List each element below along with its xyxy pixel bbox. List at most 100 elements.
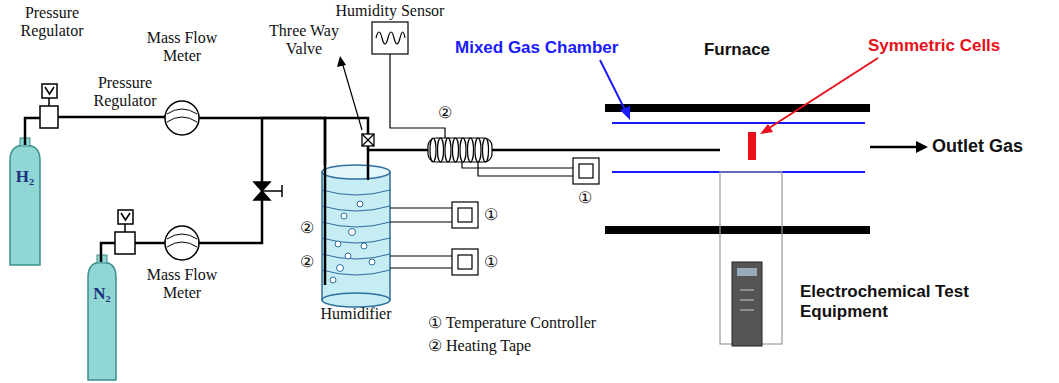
drawing-part bbox=[167, 109, 197, 122]
node-label: Humidity Sensor bbox=[320, 2, 460, 20]
drawing-part bbox=[345, 253, 351, 259]
drawing-part bbox=[121, 213, 130, 220]
drawing-part bbox=[124, 224, 126, 232]
node-label: N₂ bbox=[85, 284, 119, 304]
drawing-part bbox=[322, 270, 390, 275]
drawing-part bbox=[732, 262, 762, 346]
drawing-part bbox=[369, 259, 375, 265]
drawing-part bbox=[322, 190, 390, 275]
humidifier: Humidifier bbox=[322, 165, 390, 300]
chamber-label: Mixed Gas Chamber bbox=[455, 38, 618, 58]
callout-number: ② bbox=[438, 104, 452, 122]
drawing-part bbox=[330, 277, 336, 283]
drawing-part bbox=[357, 201, 363, 207]
cell-label: Symmetric Cells bbox=[868, 36, 1000, 56]
drawing-part bbox=[748, 132, 756, 160]
mass-flow-meter: Mass Flow Meter bbox=[165, 226, 199, 260]
drawing-part bbox=[579, 164, 593, 178]
callout-number: ① bbox=[578, 189, 592, 207]
drawing-part bbox=[362, 134, 374, 146]
gas-pipe bbox=[25, 118, 40, 145]
gas-cylinder: H₂ bbox=[10, 145, 40, 265]
drawing-part bbox=[115, 232, 135, 254]
drawing-part bbox=[458, 208, 472, 222]
drawing-part bbox=[330, 201, 375, 283]
drawing-part bbox=[372, 22, 408, 54]
drawing-part bbox=[362, 134, 374, 146]
drawing-part bbox=[445, 138, 451, 162]
drawing-part bbox=[468, 138, 474, 162]
drawing-part bbox=[475, 138, 481, 162]
drawing-part bbox=[390, 256, 452, 268]
pressure-regulator: Pressure Regulator bbox=[40, 106, 58, 128]
drawing-part bbox=[428, 138, 492, 162]
drawing-part bbox=[620, 106, 630, 120]
pressure-regulators bbox=[40, 84, 135, 254]
drawing-part bbox=[376, 32, 405, 44]
gas-pipe bbox=[58, 116, 165, 119]
drawing-part bbox=[118, 210, 133, 224]
drawing-part bbox=[322, 190, 390, 195]
drawing-part bbox=[367, 165, 370, 180]
drawing-part bbox=[322, 172, 390, 300]
drawing-part bbox=[740, 300, 754, 301]
drawing-part bbox=[438, 138, 444, 162]
drawing-part bbox=[737, 268, 757, 276]
drawing-part bbox=[766, 58, 878, 130]
drawing-part bbox=[322, 293, 390, 307]
drawing-part bbox=[40, 106, 58, 128]
drawing-part bbox=[324, 165, 327, 285]
drawing-part bbox=[167, 234, 197, 247]
drawing-part bbox=[337, 265, 344, 272]
drawing-part bbox=[605, 149, 720, 152]
drawing-part bbox=[337, 56, 346, 67]
drawing-part bbox=[916, 141, 928, 153]
callout-number: ② bbox=[300, 219, 314, 237]
humidity-sensor: Humidity Sensor bbox=[372, 22, 408, 54]
drawing-part bbox=[342, 62, 362, 130]
pressure-regulator: Pressure Regulator bbox=[115, 232, 135, 254]
drawing-part bbox=[600, 60, 626, 112]
drawing-part bbox=[390, 208, 452, 222]
callout-number: ② bbox=[300, 253, 314, 271]
drawing-part bbox=[322, 206, 390, 211]
drawing-part bbox=[612, 122, 865, 124]
drawing-part bbox=[48, 98, 50, 106]
drawing-part bbox=[458, 255, 472, 269]
drawing-part bbox=[605, 226, 870, 234]
drawing-part bbox=[740, 290, 754, 291]
drawing-part bbox=[322, 222, 390, 227]
drawing-part bbox=[605, 104, 870, 112]
three-way-valve bbox=[362, 134, 374, 146]
pointer-arrows bbox=[337, 56, 928, 153]
gas-pipe bbox=[101, 243, 115, 262]
needle-valve bbox=[254, 182, 282, 200]
node-label: H₂ bbox=[8, 167, 42, 187]
drawing-part bbox=[460, 138, 466, 162]
drawing-part bbox=[462, 162, 573, 176]
callout-number: ① bbox=[484, 206, 498, 224]
gas-pipe bbox=[199, 118, 325, 243]
mass-flow-meter: Mass Flow Meter bbox=[165, 101, 199, 135]
gas-cylinder: N₂ bbox=[88, 262, 116, 380]
drawing-part bbox=[452, 249, 478, 275]
drawing-part bbox=[573, 158, 599, 184]
node-label: Pressure Regulator bbox=[88, 74, 162, 111]
node-label: Mass Flow Meter bbox=[132, 29, 232, 66]
sensor-and-wires bbox=[372, 22, 573, 268]
drawing-part bbox=[760, 124, 773, 134]
drawing-part bbox=[322, 165, 390, 179]
node-label: Humidifier bbox=[306, 305, 406, 323]
drawing-part bbox=[341, 213, 347, 219]
gas-pipe bbox=[135, 242, 165, 245]
equipment-label: Electrochemical Test Equipment bbox=[800, 282, 970, 321]
drawing-part bbox=[88, 262, 116, 380]
temperature-controllers bbox=[452, 158, 599, 275]
drawing-part bbox=[430, 138, 436, 162]
drawing-part bbox=[740, 310, 754, 311]
drawing-part bbox=[335, 241, 341, 247]
furnace: Furnace bbox=[605, 104, 870, 234]
heating-tape-coil bbox=[428, 138, 492, 162]
node-label: Pressure Regulator bbox=[2, 4, 102, 41]
humidifier-vessel bbox=[322, 165, 390, 307]
